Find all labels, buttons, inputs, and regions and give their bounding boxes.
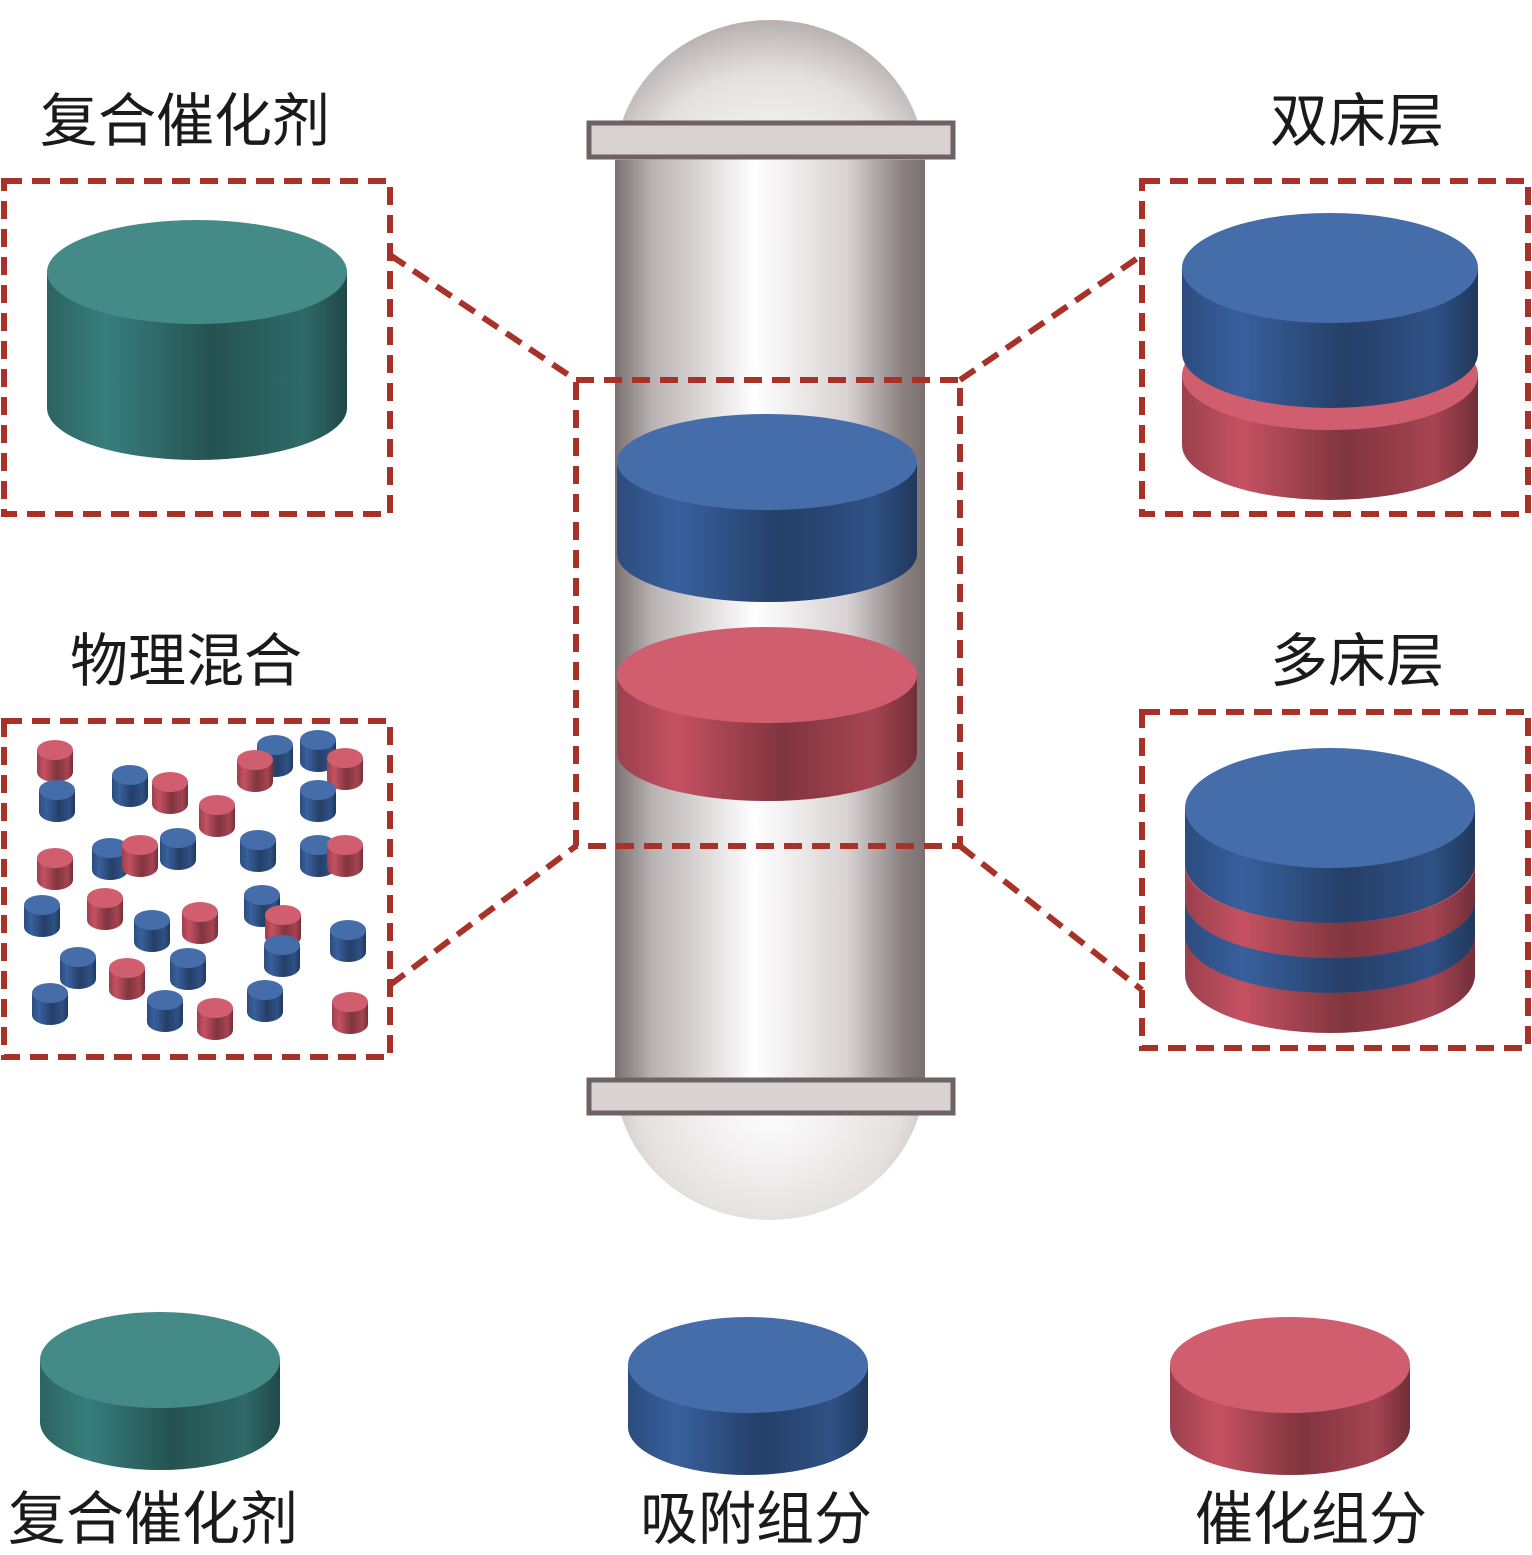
multi-bed-frame [1139, 709, 1531, 1051]
composite-disc-upper-top [47, 220, 347, 324]
legend-composite-disc [40, 1312, 280, 1470]
legend-catalytic-disc-top [1170, 1317, 1410, 1413]
reactor-catalytic-disc [617, 627, 917, 801]
catalytic-particle [182, 902, 218, 944]
catalytic-particle-top [332, 992, 368, 1012]
reactor-adsorption-disc [617, 414, 917, 602]
catalytic-particle-top [327, 835, 363, 855]
reactor-body [615, 160, 925, 1090]
catalytic-particle [327, 835, 363, 877]
reactor-catalytic-disc-top [617, 627, 917, 723]
label-physical-mix: 物理混合 [70, 627, 303, 695]
adsorption-particle-top [170, 948, 206, 968]
label-dual-bed: 双床层 [1270, 87, 1445, 155]
catalytic-particle-top [37, 848, 73, 868]
adsorption-particle [264, 935, 300, 977]
adsorption-particle-top [112, 765, 148, 785]
adsorption-particle [147, 990, 183, 1032]
adsorption-particle [60, 947, 96, 989]
adsorption-particle [300, 780, 336, 822]
catalytic-particle [37, 740, 73, 782]
reactor-zoom-frame [573, 377, 963, 849]
catalytic-particle [237, 750, 273, 792]
dual-bed-adsorption-layer [1182, 213, 1478, 408]
adsorption-particle-top [24, 895, 60, 915]
catalytic-particle [122, 835, 158, 877]
catalytic-particle-top [182, 902, 218, 922]
legend-catalytic-disc [1170, 1317, 1410, 1475]
adsorption-particle-top [240, 830, 276, 850]
catalytic-particle-top [197, 998, 233, 1018]
top-flange [586, 120, 956, 160]
catalytic-particle [37, 848, 73, 890]
dual-bed-frame [1139, 178, 1531, 517]
bottom-flange [586, 1077, 956, 1116]
adsorption-particle [240, 830, 276, 872]
adsorption-particle-top [32, 983, 68, 1003]
adsorption-particle [112, 765, 148, 807]
multi-bed-layer-top [1185, 748, 1475, 868]
multi-bed-layer [1185, 748, 1475, 923]
catalytic-particle [197, 998, 233, 1040]
adsorption-particle-top [300, 780, 336, 800]
adsorption-particle-top [147, 990, 183, 1010]
catalytic-particle [199, 795, 235, 837]
catalytic-particle-top [327, 748, 363, 768]
adsorption-particle [24, 895, 60, 937]
composite-disc-upper [47, 220, 347, 402]
adsorption-particle [92, 838, 128, 880]
legend-adsorption-disc [628, 1317, 868, 1475]
catalytic-particle-top [109, 958, 145, 978]
catalytic-particle [152, 772, 188, 814]
adsorption-particle-top [247, 980, 283, 1000]
catalytic-particle-top [37, 740, 73, 760]
connector-line [958, 252, 1144, 383]
adsorption-particle [39, 780, 75, 822]
adsorption-particle-top [160, 828, 196, 848]
adsorption-particle-top [264, 935, 300, 955]
legend-label-composite: 复合催化剂 [8, 1485, 299, 1553]
connector-line [388, 843, 578, 988]
adsorption-particle-top [39, 780, 75, 800]
reactor-column [586, 20, 956, 1220]
catalytic-particle [332, 992, 368, 1034]
connector-line [388, 252, 578, 383]
catalytic-particle-top [122, 835, 158, 855]
catalytic-particle-top [152, 772, 188, 792]
label-multi-bed: 多床层 [1270, 627, 1445, 695]
adsorption-particle-top [92, 838, 128, 858]
adsorption-particle [160, 828, 196, 870]
adsorption-particle-top [330, 920, 366, 940]
adsorption-particle [330, 920, 366, 962]
adsorption-particle-top [60, 947, 96, 967]
physical-mix-frame [1, 718, 393, 1060]
catalytic-particle-top [199, 795, 235, 815]
catalytic-particle-top [237, 750, 273, 770]
adsorption-particle [247, 980, 283, 1022]
adsorption-particle-top [300, 730, 336, 750]
catalytic-particle-top [87, 888, 123, 908]
dual-bed-adsorption-layer-top [1182, 213, 1478, 323]
adsorption-particle-top [134, 910, 170, 930]
connector-line [958, 843, 1144, 993]
label-composite-catalyst: 复合催化剂 [40, 87, 331, 155]
composite-frame [1, 178, 393, 517]
adsorption-particle [170, 948, 206, 990]
adsorption-particle-top [257, 735, 293, 755]
catalytic-particle-top [265, 905, 301, 925]
legend-adsorption-disc-top [628, 1317, 868, 1413]
legend-composite-disc-top [40, 1312, 280, 1408]
catalytic-particle [327, 748, 363, 790]
adsorption-particle [32, 983, 68, 1025]
adsorption-particle [134, 910, 170, 952]
adsorption-particle-top [244, 885, 280, 905]
catalytic-particle [109, 958, 145, 1000]
reactor-adsorption-disc-top [617, 414, 917, 510]
legend-label-catalytic: 催化组分 [1195, 1485, 1428, 1553]
legend-label-adsorption: 吸附组分 [640, 1485, 873, 1553]
catalytic-particle [87, 888, 123, 930]
